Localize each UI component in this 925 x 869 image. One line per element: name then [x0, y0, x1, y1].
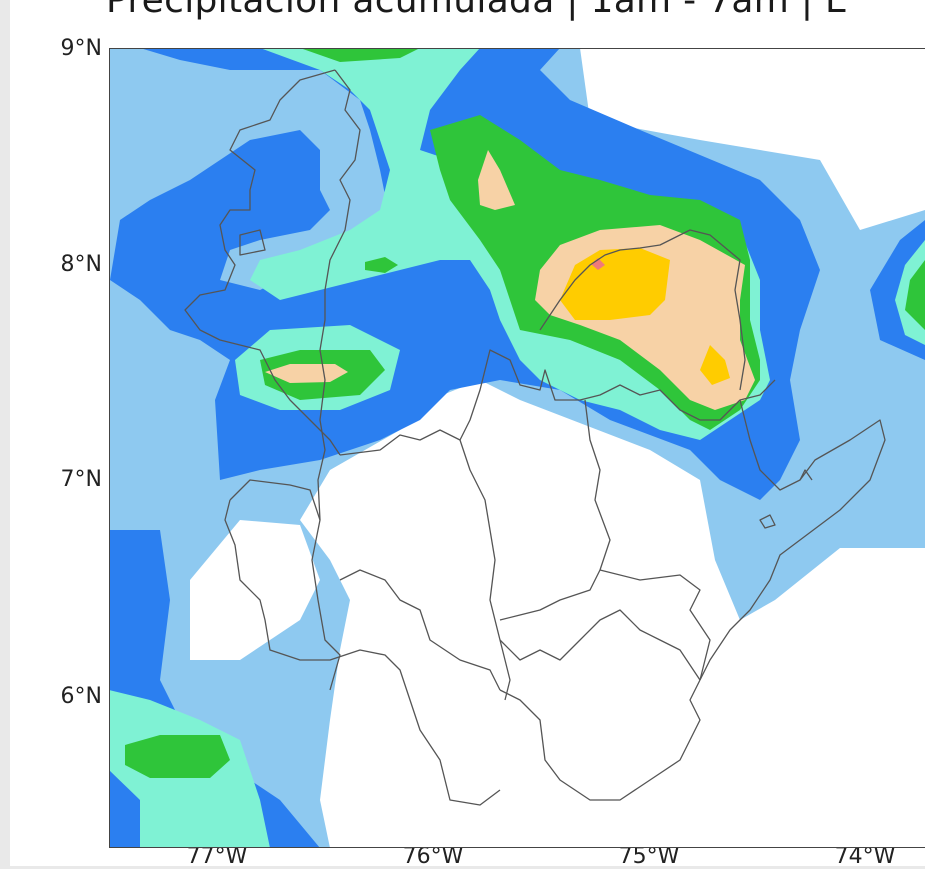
precipitation-map: [109, 48, 925, 848]
map-title: Precipitación acumulada | 1am - 7am | E: [106, 0, 848, 21]
lat-label-7n: 7°N: [32, 467, 102, 492]
lat-label-6n: 6°N: [32, 684, 102, 709]
lat-label-8n: 8°N: [32, 252, 102, 277]
lat-label-9n: 9°N: [32, 36, 102, 61]
precip-band-4-sw: [125, 735, 230, 778]
